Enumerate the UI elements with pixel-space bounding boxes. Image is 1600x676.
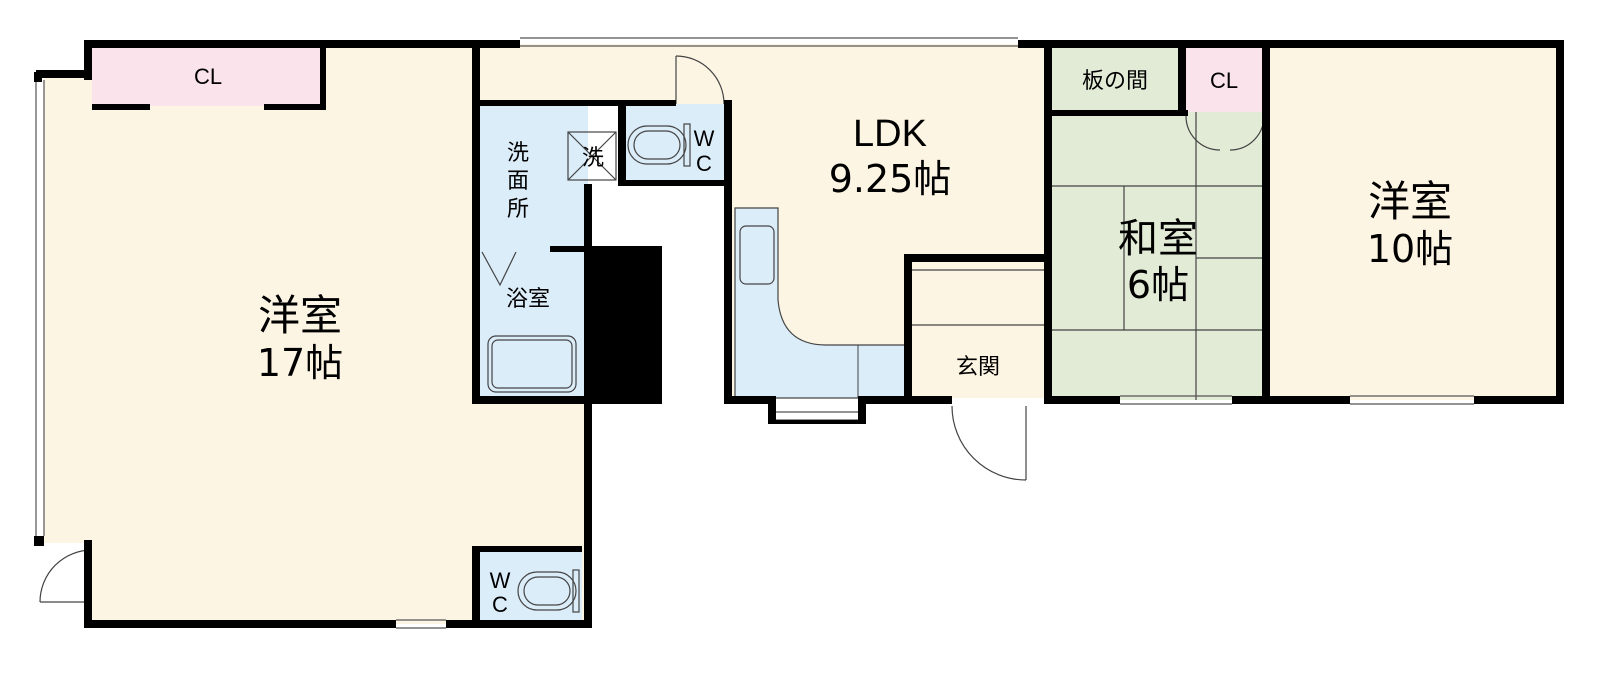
closet-left-floor bbox=[92, 46, 324, 106]
japanese-room-size: 6帖 bbox=[1127, 263, 1189, 307]
toilet-lower-c: C bbox=[492, 592, 508, 617]
entrance-floor bbox=[910, 258, 1048, 398]
ldk-size: 9.25帖 bbox=[829, 157, 952, 201]
structural-column bbox=[590, 246, 662, 404]
bathroom-label: 浴室 bbox=[506, 287, 550, 312]
closet-left-label: CL bbox=[194, 64, 222, 89]
western-room-17-name: 洋室 bbox=[258, 291, 342, 340]
washing-machine-label: 洗 bbox=[582, 146, 604, 171]
bathtub bbox=[487, 335, 577, 393]
wood-floor-label: 板の間 bbox=[1082, 69, 1148, 94]
closet-right-floor bbox=[1185, 46, 1267, 112]
western-room-10-name: 洋室 bbox=[1368, 177, 1452, 226]
toilet-upper-c: C bbox=[696, 151, 712, 176]
washroom-floor bbox=[480, 104, 588, 250]
room-labels: CL 洋室 17帖 洗 面 所 洗 W C 浴室 LDK 9.25帖 W C 玄… bbox=[194, 64, 1453, 617]
toilet-upper-w: W bbox=[694, 126, 715, 151]
walls bbox=[34, 40, 1564, 628]
fixtures bbox=[39, 55, 1265, 613]
western-room-10-size: 10帖 bbox=[1367, 227, 1453, 271]
western-room-17-floor bbox=[44, 44, 590, 624]
wood-floor-area bbox=[1050, 46, 1182, 112]
toilet-lower-w: W bbox=[490, 568, 511, 593]
western-room-17-size: 17帖 bbox=[257, 341, 343, 385]
washroom-label-2: 面 bbox=[507, 169, 529, 194]
japanese-room-floor bbox=[1050, 112, 1267, 400]
ldk-name: LDK bbox=[853, 113, 927, 155]
washroom-label-3: 所 bbox=[507, 197, 529, 222]
entrance-label: 玄関 bbox=[956, 355, 1000, 380]
washroom-label-1: 洗 bbox=[507, 141, 529, 166]
closet-right-label: CL bbox=[1210, 68, 1238, 93]
washing-machine-box bbox=[567, 131, 617, 181]
western-room-10-floor bbox=[1270, 44, 1560, 400]
kitchen-sink bbox=[739, 225, 775, 285]
japanese-room-name: 和室 bbox=[1118, 216, 1198, 262]
